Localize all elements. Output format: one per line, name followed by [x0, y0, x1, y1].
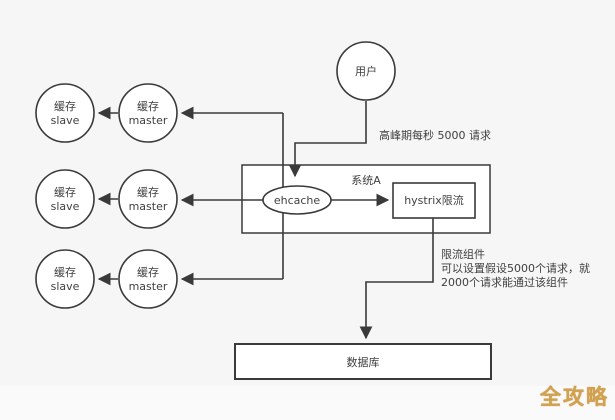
limiter-note-line-3: 2000个请求能通过该组件: [441, 275, 568, 289]
hystrix-box: [392, 182, 476, 219]
cache-slave-label-cn-3: 缓存: [54, 265, 76, 279]
arrow-user-to-ehcache: [288, 101, 367, 178]
database-node: 数据库: [234, 343, 492, 380]
cache-master-circle-3: [118, 249, 178, 309]
cache-master-circle-2: [118, 169, 178, 229]
cache-master-label-cn-2: 缓存: [137, 185, 159, 199]
arrow-hystrix-to-database: [359, 218, 434, 340]
cache-slave-label-en-3: slave: [51, 280, 80, 293]
user-circle: [336, 41, 396, 101]
cache-slave-label-en-1: slave: [51, 114, 80, 127]
ehcache-node: ehcache: [262, 185, 332, 215]
peak-note: 高峰期每秒 5000 请求: [379, 128, 491, 142]
bottom-strip: [0, 386, 615, 420]
hystrix-label: hystrix限流: [404, 193, 464, 207]
ehcache-ellipse: [262, 185, 332, 215]
cache-row-1: 缓存 slave 缓存 master: [35, 83, 178, 143]
database-box: [234, 343, 492, 380]
cache-slave-label-cn-1: 缓存: [54, 99, 76, 113]
user-node: 用户: [336, 41, 396, 101]
cache-row-3: 缓存 slave 缓存 master: [35, 249, 178, 309]
cache-slave-circle-1: [35, 83, 95, 143]
hystrix-node: hystrix限流: [392, 182, 476, 219]
cache-slave-circle-2: [35, 169, 95, 229]
limiter-note-line-2: 可以设置假设5000个请求，就: [441, 261, 590, 275]
ehcache-label: ehcache: [274, 194, 321, 207]
cache-slave-label-cn-2: 缓存: [54, 185, 76, 199]
limiter-note-line-1: 限流组件: [441, 247, 485, 261]
user-label: 用户: [355, 64, 377, 78]
cache-master-circle-1: [118, 83, 178, 143]
cache-slave-circle-3: [35, 249, 95, 309]
watermark: 全攻略: [540, 385, 609, 409]
cache-master-label-cn-3: 缓存: [137, 265, 159, 279]
cache-slave-label-en-2: slave: [51, 200, 80, 213]
cache-master-label-en-3: master: [129, 280, 168, 293]
cache-master-label-cn-1: 缓存: [137, 99, 159, 113]
limiter-note: 限流组件 可以设置假设5000个请求，就 2000个请求能通过该组件: [441, 247, 590, 289]
system-a-label: 系统A: [351, 174, 381, 187]
cache-master-label-en-1: master: [129, 114, 168, 127]
database-label: 数据库: [347, 355, 380, 369]
cache-master-label-en-2: master: [129, 200, 168, 213]
cache-row-2: 缓存 slave 缓存 master: [35, 169, 178, 229]
